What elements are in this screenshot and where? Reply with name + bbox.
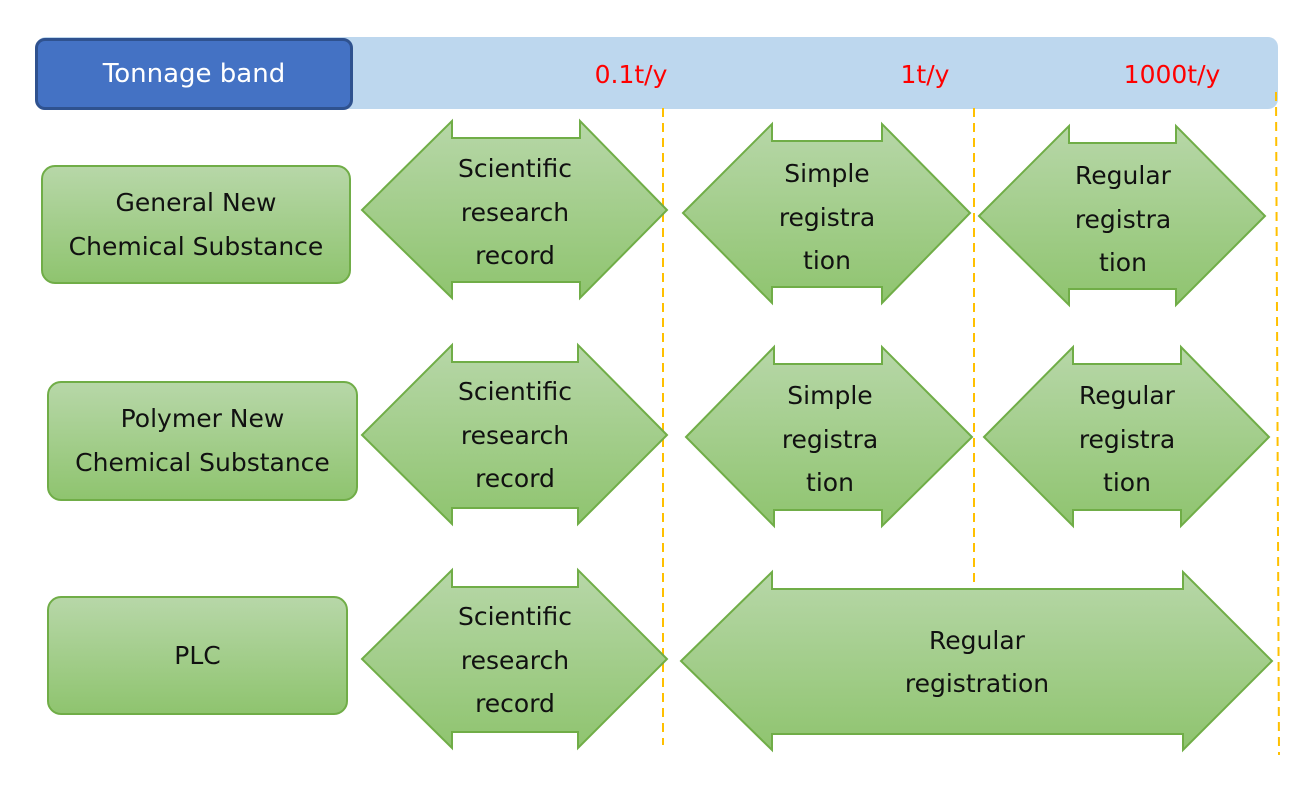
cell-r2-regular: Regular registra tion [1078, 381, 1176, 498]
threshold-1: 1t/y [900, 60, 950, 89]
row-label-polymer: Polymer New Chemical Substance [47, 381, 358, 501]
arrow-r3-regular [679, 569, 1274, 753]
row-label-plc: PLC [47, 596, 348, 715]
cell-r1-regular: Regular registra tion [1074, 161, 1172, 278]
cell-r1-simple: Simple registra tion [778, 159, 876, 276]
cell-r3-research: Scientific research record [457, 602, 573, 719]
cell-r3-regular: Regular registration [904, 625, 1050, 699]
arrow-r1-research [360, 118, 669, 301]
cell-r2-research: Scientific research record [457, 377, 573, 494]
arrow-r3-research [360, 567, 669, 751]
divider-1000 [1275, 91, 1280, 756]
row-label-general: General New Chemical Substance [41, 165, 351, 284]
arrow-r2-simple [684, 344, 974, 529]
threshold-1000: 1000t/y [1123, 60, 1221, 89]
arrow-r2-regular [982, 344, 1271, 529]
threshold-0-1: 0.1t/y [594, 60, 668, 89]
arrow-r2-research [360, 342, 669, 527]
cell-r2-simple: Simple registra tion [781, 381, 879, 498]
arrow-r1-simple [681, 121, 972, 306]
tonnage-band-title: Tonnage band [35, 38, 353, 110]
arrow-r1-regular [977, 123, 1267, 308]
cell-r1-research: Scientific research record [457, 154, 573, 271]
